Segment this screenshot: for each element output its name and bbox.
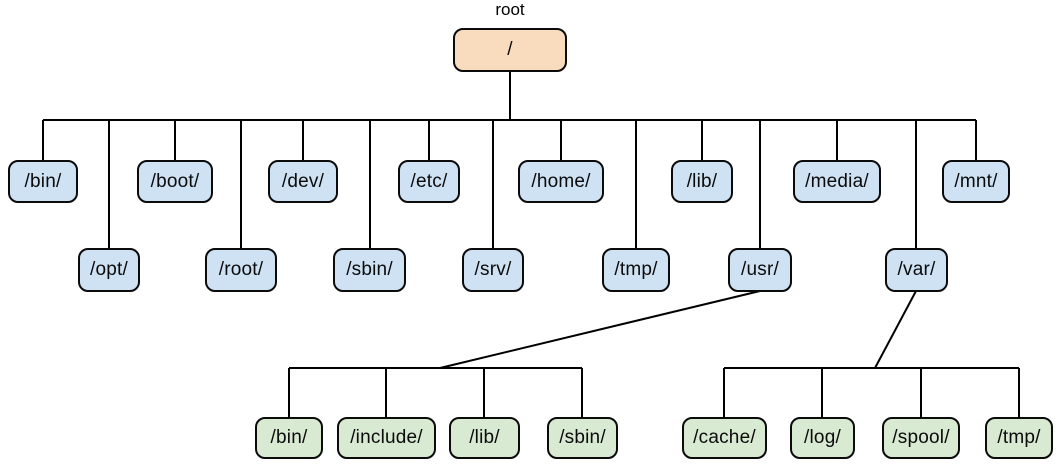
node-etc: /etc/ (398, 160, 460, 203)
node-media: /media/ (793, 160, 881, 203)
node-lib: /lib/ (671, 160, 733, 203)
node-home: /home/ (518, 160, 604, 203)
node-usr-lib: /lib/ (449, 417, 520, 459)
node-boot: /boot/ (137, 160, 213, 203)
node-var-tmp: /tmp/ (985, 417, 1053, 459)
node-sbin: /sbin/ (333, 248, 406, 292)
node-bin: /bin/ (8, 160, 78, 203)
node-var-log: /log/ (790, 417, 855, 459)
node-var: /var/ (885, 248, 948, 292)
node-usr-bin: /bin/ (255, 417, 323, 459)
node-tmp: /tmp/ (602, 248, 670, 292)
node-var-cache: /cache/ (682, 417, 767, 459)
node-var-spool: /spool/ (882, 417, 960, 459)
usr-diagonal-line (439, 290, 761, 369)
node-root: / (453, 28, 567, 72)
node-usr-sbin: /sbin/ (547, 417, 618, 459)
node-srv: /srv/ (462, 248, 524, 292)
node-usr: /usr/ (728, 248, 792, 292)
node-rootdir: /root/ (205, 248, 277, 292)
var-diagonal-line (874, 290, 917, 369)
node-usr-include: /include/ (337, 417, 436, 459)
node-dev: /dev/ (268, 160, 338, 203)
node-mnt: /mnt/ (942, 160, 1010, 203)
node-opt: /opt/ (78, 248, 140, 292)
root-caption: root (495, 0, 525, 19)
